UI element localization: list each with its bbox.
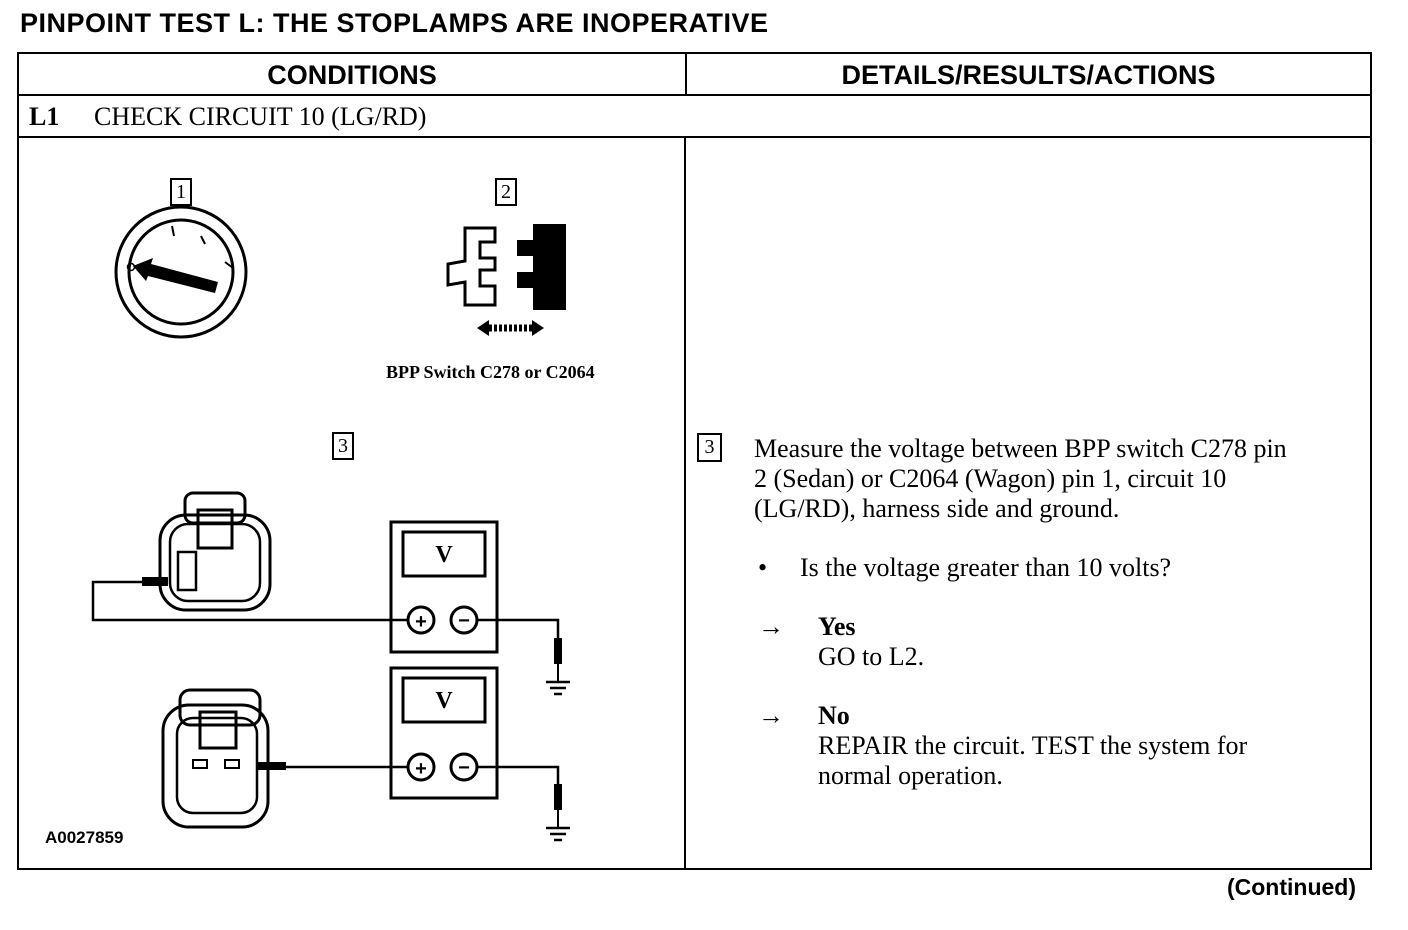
measure-line-3: (LG/RD), harness side and ground. bbox=[754, 494, 1120, 523]
arrow-no-icon: → bbox=[758, 701, 784, 730]
harness-connector-bottom-icon bbox=[161, 688, 286, 829]
step-row: L1 CHECK CIRCUIT 10 (LG/RD) bbox=[19, 96, 1370, 138]
meter-bottom-plus: + bbox=[415, 758, 427, 780]
continued-label: (Continued) bbox=[1226, 874, 1356, 900]
harness-connector-top-icon bbox=[142, 491, 272, 612]
yes-action: GO to L2. bbox=[818, 642, 925, 671]
question-text: Is the voltage greater than 10 volts? bbox=[800, 553, 1172, 582]
no-action-line-1: REPAIR the circuit. TEST the system for bbox=[818, 731, 1248, 760]
page-title: PINPOINT TEST L: THE STOPLAMPS ARE INOPE… bbox=[20, 8, 769, 38]
callout-2: 2 bbox=[495, 178, 517, 206]
wiring-top bbox=[91, 580, 560, 640]
arrow-yes-icon: → bbox=[758, 612, 784, 641]
ignition-switch-icon bbox=[114, 205, 248, 339]
switch-caption: BPP Switch C278 or C2064 bbox=[386, 362, 595, 382]
ground-bottom-icon bbox=[546, 784, 570, 842]
callout-1: 1 bbox=[170, 178, 192, 206]
meter-top-plus: + bbox=[415, 611, 427, 633]
ground-top-icon bbox=[546, 638, 570, 696]
pinpoint-test-table: CONDITIONS DETAILS/RESULTS/ACTIONS L1 CH… bbox=[17, 52, 1372, 870]
figure-id: A0027859 bbox=[45, 828, 124, 847]
measure-line-2: 2 (Sedan) or C2064 (Wagon) pin 1, circui… bbox=[754, 464, 1227, 493]
measure-line-1: Measure the voltage between BPP switch C… bbox=[754, 434, 1287, 463]
step-number: L1 bbox=[29, 102, 60, 131]
details-header: DETAILS/RESULTS/ACTIONS bbox=[841, 60, 1216, 90]
bullet-icon: • bbox=[758, 553, 768, 582]
table-header: CONDITIONS DETAILS/RESULTS/ACTIONS bbox=[19, 54, 1370, 96]
no-label: No bbox=[818, 701, 850, 730]
conditions-header: CONDITIONS bbox=[19, 54, 687, 94]
meter-top-minus: − bbox=[458, 610, 470, 632]
wiring-bottom bbox=[286, 765, 560, 786]
details-callout-3: 3 bbox=[697, 433, 722, 462]
no-action-line-2: normal operation. bbox=[818, 761, 1003, 790]
callout-3: 3 bbox=[332, 432, 354, 460]
column-divider bbox=[684, 138, 686, 868]
meter-bottom-minus: − bbox=[458, 757, 470, 779]
yes-label: Yes bbox=[818, 612, 856, 641]
bpp-switch-connector-icon bbox=[446, 224, 566, 336]
meter-top-label: V bbox=[435, 542, 453, 568]
step-label: CHECK CIRCUIT 10 (LG/RD) bbox=[94, 102, 427, 131]
meter-bottom-label: V bbox=[435, 688, 453, 714]
